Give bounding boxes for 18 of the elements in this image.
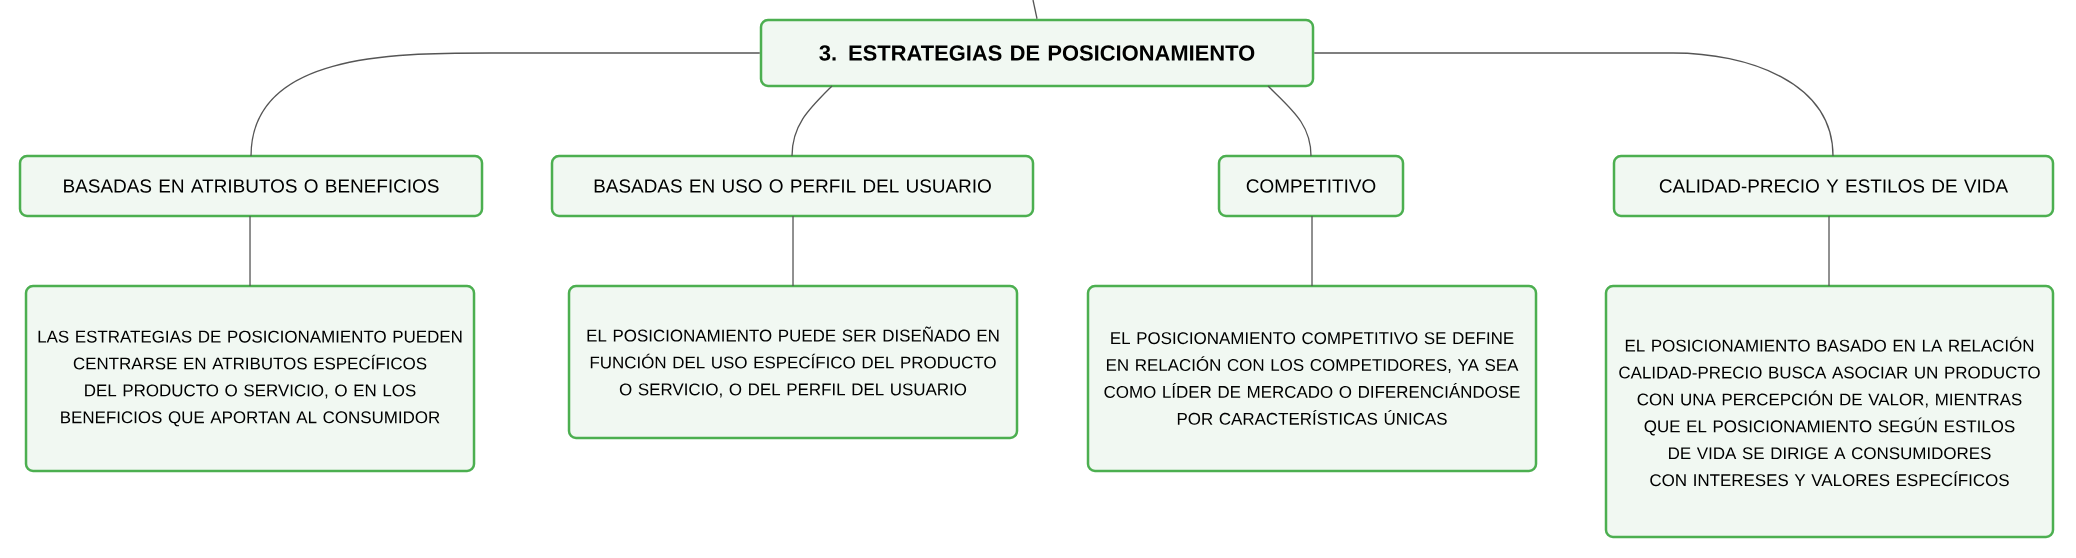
connector-line — [1828, 215, 1830, 287]
connector-line — [250, 52, 761, 157]
connector-line — [249, 215, 251, 287]
category-box: CALIDAD-PRECIO Y ESTILOS DE VIDA — [1612, 154, 2055, 218]
description-box: LAS ESTRATEGIAS DE POSICIONAMIENTO PUEDEN CENTRARSE EN ATRIBUTOS ESPECÍFICOS DEL PRODUCTO O SERVICIO, O EN LOS BENEFICIOS QUE APORTAN AL CONSUMIDOR — [24, 284, 476, 473]
connector-line — [1311, 215, 1313, 287]
description-box: EL POSICIONAMIENTO COMPETITIVO SE DEFINE EN RELACIÓN CON LOS COMPETIDORES, YA SEA COMO LÍDER DE MERCADO O DIFERENCIÁNDOSE POR CARACTERÍSTICAS ÚNICAS — [1086, 284, 1538, 473]
description-box: EL POSICIONAMIENTO BASADO EN LA RELACIÓN CALIDAD-PRECIO BUSCA ASOCIAR UN PRODUCTO CON UNA PERCEPCIÓN DE VALOR, MIENTRAS QUE EL POSICIONAMIENTO SEGÚN ESTILOS DE VIDA SE DIRIGE A CONSUMIDORES CON INTERESES Y VALORES ESPECÍFICOS — [1604, 284, 2055, 539]
category-box: BASADAS EN ATRIBUTOS O BENEFICIOS — [18, 154, 484, 218]
connector-line — [791, 85, 833, 157]
topic-box: 3. ESTRATEGIAS DE POSICIONAMIENTO — [759, 18, 1315, 88]
connector-line — [1313, 52, 1834, 157]
connector-line — [792, 215, 794, 287]
connector-line — [1267, 85, 1312, 157]
connector-line — [1032, 0, 1038, 20]
category-box: COMPETITIVO — [1217, 154, 1405, 218]
description-box: EL POSICIONAMIENTO PUEDE SER DISEÑADO EN FUNCIÓN DEL USO ESPECÍFICO DEL PRODUCTO O SERVICIO, O DEL PERFIL DEL USUARIO — [567, 284, 1019, 440]
category-box: BASADAS EN USO O PERFIL DEL USUARIO — [550, 154, 1035, 218]
